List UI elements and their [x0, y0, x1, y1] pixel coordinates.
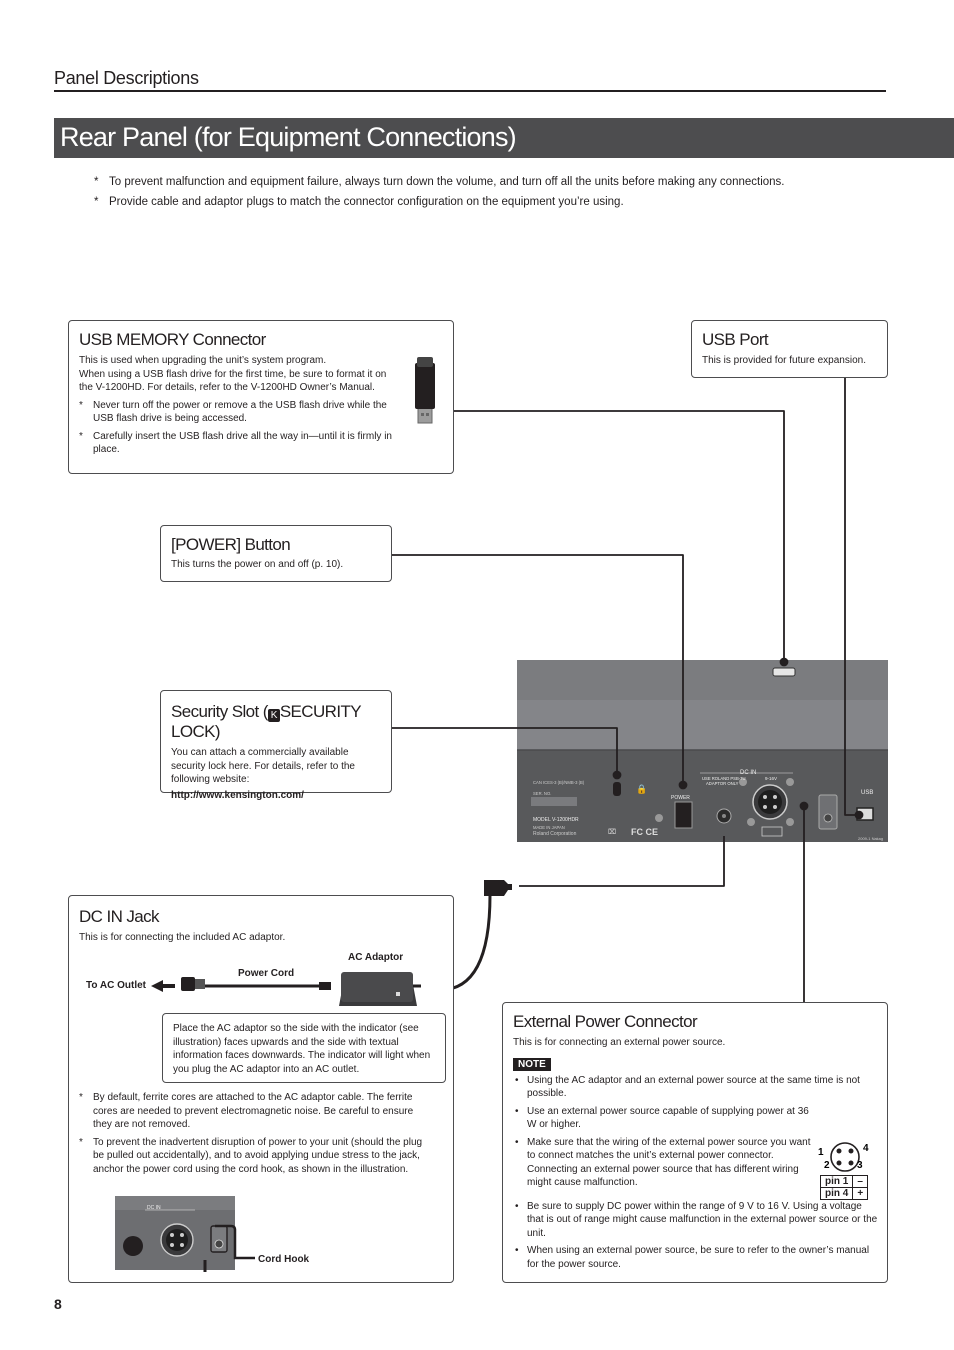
- pin-label: pin 4: [819, 1187, 854, 1200]
- page-number: 8: [54, 1296, 62, 1312]
- svg-text:🔒: 🔒: [636, 784, 647, 794]
- svg-text:1: 1: [818, 1147, 824, 1158]
- external-power-note: Use an external power source capable of …: [513, 1105, 811, 1132]
- power-button-title: [POWER] Button: [171, 535, 291, 554]
- intro-note: *To prevent malfunction and equipment fa…: [94, 176, 785, 188]
- xlr-pinout-diagram: 1 4 2 3: [818, 1142, 869, 1172]
- usb-memory-note: *Carefully insert the USB flash drive al…: [79, 430, 392, 456]
- usb-memory-desc-2: When using a USB flash drive for the fir…: [79, 368, 387, 394]
- usb-memory-note: *Never turn off the power or remove a th…: [79, 399, 387, 425]
- external-power-note: Be sure to supply DC power within the ra…: [513, 1200, 879, 1241]
- svg-text:DC IN: DC IN: [147, 1205, 161, 1211]
- dc-in-note: *By default, ferrite cores are attached …: [79, 1092, 414, 1130]
- svg-text:USE ROLAND PSB-7U: USE ROLAND PSB-7U: [702, 776, 746, 781]
- kensington-url[interactable]: http://www.kensington.com/: [171, 789, 304, 801]
- svg-text:SER. NO.: SER. NO.: [533, 791, 551, 796]
- power-cord-label: Power Cord: [238, 968, 295, 979]
- svg-text:9-16V: 9-16V: [765, 776, 777, 781]
- external-power-box: External Power Connector This is for con…: [502, 1002, 888, 1283]
- svg-text:CAN ICES-3 (B)/NMB-3 (B): CAN ICES-3 (B)/NMB-3 (B): [533, 780, 585, 785]
- usb-port-desc: This is provided for future expansion.: [702, 355, 866, 366]
- svg-text:3: 3: [857, 1160, 863, 1171]
- dc-in-desc: This is for connecting the included AC a…: [79, 932, 286, 943]
- svg-text:FC CE: FC CE: [631, 827, 658, 837]
- svg-text:⌧: ⌧: [608, 828, 616, 836]
- dc-in-title: DC IN Jack: [79, 907, 160, 926]
- svg-text:POWER: POWER: [671, 795, 690, 801]
- svg-text:ADAPTOR ONLY: ADAPTOR ONLY: [706, 781, 739, 786]
- ac-adaptor-label: AC Adaptor: [348, 952, 404, 963]
- usb-port-title: USB Port: [702, 330, 769, 349]
- ac-adaptor-illustration: [151, 972, 421, 1006]
- power-button-box: [POWER] Button This turns the power on a…: [160, 525, 392, 582]
- power-button-desc: This turns the power on and off (p. 10).: [171, 559, 344, 570]
- usb-memory-title: USB MEMORY Connector: [79, 330, 266, 349]
- external-power-note: Using the AC adaptor and an external pow…: [513, 1074, 879, 1101]
- to-ac-outlet-label: To AC Outlet: [86, 980, 146, 991]
- section-divider: [54, 90, 886, 92]
- page-title: Rear Panel (for Equipment Connections): [60, 122, 517, 152]
- ac-adaptor-callout: Place the AC adaptor so the side with th…: [162, 1013, 446, 1083]
- external-power-note: When using an external power source, be …: [513, 1244, 879, 1271]
- usb-port-box: USB Port This is provided for future exp…: [691, 320, 888, 378]
- external-power-note: Make sure that the wiring of the externa…: [513, 1136, 811, 1190]
- section-label: Panel Descriptions: [54, 68, 199, 88]
- security-slot-desc: You can attach a commercially available …: [171, 747, 355, 785]
- svg-text:MADE IN JAPAN: MADE IN JAPAN: [533, 825, 565, 830]
- pin-polarity: –: [852, 1175, 869, 1188]
- pin-table: pin 1 – pin 4 +: [819, 1175, 869, 1200]
- svg-text:2: 2: [824, 1160, 830, 1171]
- dc-in-note: *To prevent the inadvertent disruption o…: [79, 1136, 423, 1175]
- pin-label: pin 1: [819, 1175, 854, 1188]
- cord-hook-illustration: DC IN: [115, 1196, 255, 1272]
- svg-text:4: 4: [863, 1143, 869, 1154]
- page-title-bar: Rear Panel (for Equipment Connections): [54, 118, 954, 158]
- svg-text:2009-1 Nakag: 2009-1 Nakag: [858, 836, 883, 841]
- external-power-desc: This is for connecting an external power…: [513, 1037, 726, 1048]
- usb-memory-desc: This is used when upgrading the unit’s s…: [79, 355, 327, 366]
- intro-note: *Provide cable and adaptor plugs to matc…: [94, 196, 624, 208]
- rear-panel-illustration: 🔒 DC IN USE ROLAND PSB-7U ADAPTOR ONLY 9…: [517, 660, 888, 842]
- usb-memory-box: USB MEMORY Connector This is used when u…: [68, 320, 454, 474]
- svg-text:Roland Corporation: Roland Corporation: [533, 831, 577, 837]
- svg-text:MODEL V-1200HDR: MODEL V-1200HDR: [533, 817, 579, 823]
- pin-polarity: +: [852, 1187, 869, 1200]
- svg-text:USB: USB: [861, 790, 873, 796]
- dc-in-box: DC IN Jack This is for connecting the in…: [68, 895, 454, 1283]
- usb-flash-drive-icon: [415, 357, 435, 424]
- kensington-lock-icon: K: [267, 709, 280, 722]
- external-power-title: External Power Connector: [513, 1012, 698, 1031]
- cord-hook-label: Cord Hook: [258, 1254, 310, 1265]
- note-tag: NOTE: [513, 1057, 551, 1071]
